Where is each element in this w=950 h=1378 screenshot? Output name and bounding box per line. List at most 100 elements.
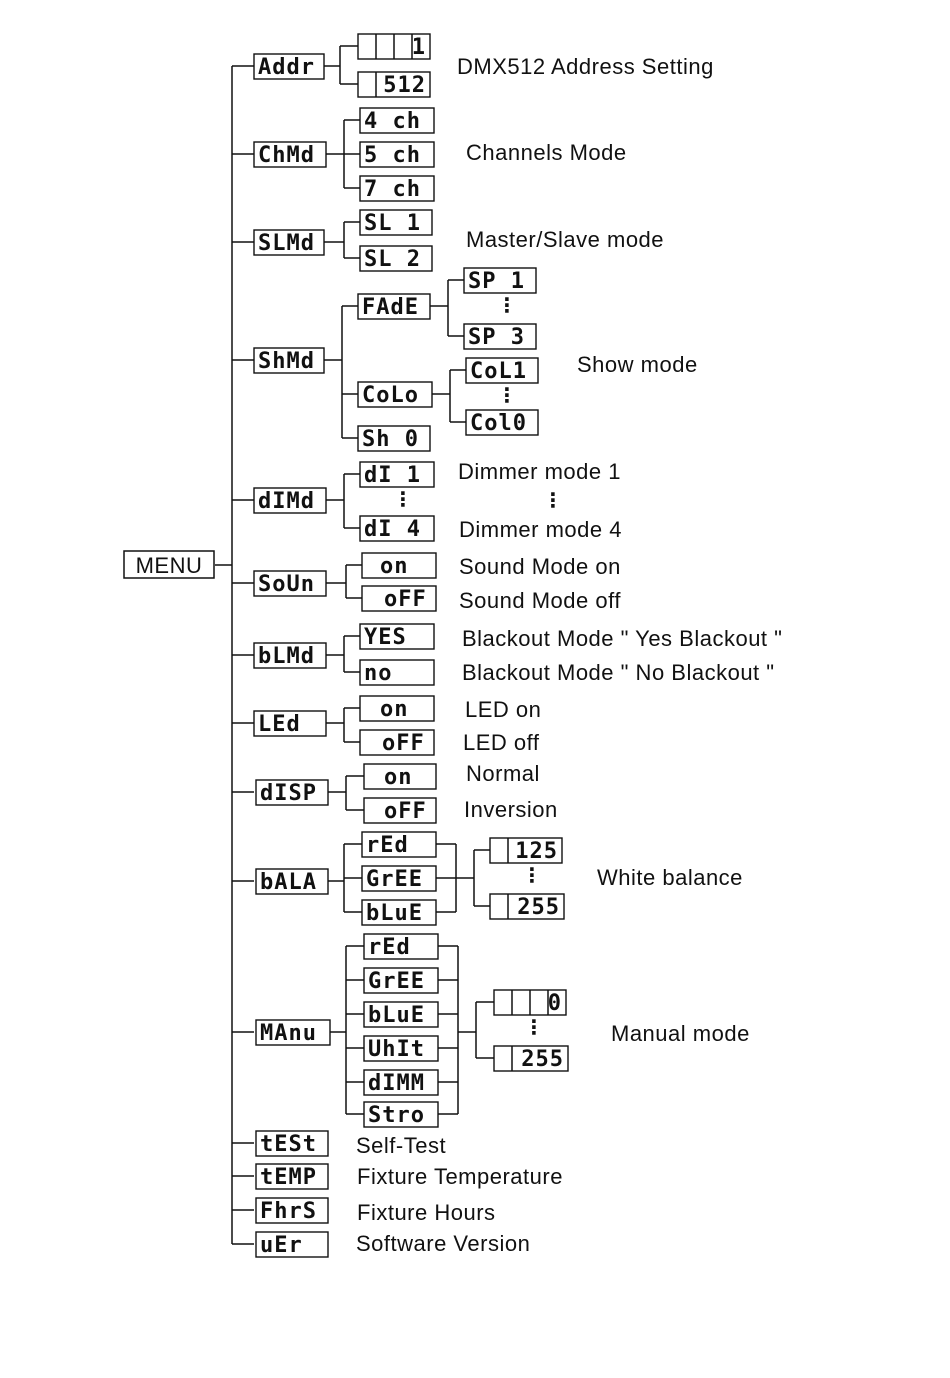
lcd-ch-4-text: 4 ch xyxy=(364,109,421,134)
lcd-bala-blue: bLuE xyxy=(361,899,437,926)
desc-blackout-no: Blackout Mode " No Blackout " xyxy=(462,660,775,685)
lcd-test-text: tESt xyxy=(260,1132,317,1157)
desc-dimmer-4: Dimmer mode 4 xyxy=(459,517,622,542)
lcd-manu-blue: bLuE xyxy=(363,1001,439,1028)
lcd-sp-1: SP 1 xyxy=(463,267,537,294)
lcd-sound-off-text: oFF xyxy=(384,587,427,612)
lcd-blackout-no-text: no xyxy=(364,661,393,686)
lcd-soun-text: SoUn xyxy=(258,572,315,597)
lcd-fade-text: FAdE xyxy=(362,295,419,320)
lcd-disp: dISP xyxy=(255,779,329,806)
lcd-disp-on: on xyxy=(363,763,437,790)
lcd-manu-min: 0 xyxy=(493,989,567,1016)
lcd-col0-text: Col0 xyxy=(470,411,527,436)
lcd-temp-text: tEMP xyxy=(260,1165,317,1190)
lcd-ch-5: 5 ch xyxy=(359,141,435,168)
lcd-blmd-text: bLMd xyxy=(258,644,315,669)
lcd-sound-on-text: on xyxy=(380,554,409,579)
desc-bala: White balance xyxy=(597,865,743,890)
desc-led-off: LED off xyxy=(463,730,540,755)
lcd-disp-off-text: oFF xyxy=(384,799,427,824)
lcd-addr-max-text: 512 xyxy=(383,73,426,98)
lcd-manu-dimmer-text: dIMM xyxy=(368,1071,425,1096)
lcd-sl-2: SL 2 xyxy=(359,245,433,272)
lcd-led-text: LEd xyxy=(258,712,301,737)
manu-range-dots: ⋮ xyxy=(524,1015,544,1039)
lcd-sp-3-text: SP 3 xyxy=(468,325,525,350)
lcd-chmd-text: ChMd xyxy=(258,143,315,168)
lcd-manu-white: UhIt xyxy=(363,1035,439,1062)
desc-shmd: Show mode xyxy=(577,352,698,377)
lcd-bala-red: rEd xyxy=(361,831,437,858)
lcd-manu-green-text: GrEE xyxy=(368,969,425,994)
desc-manu: Manual mode xyxy=(611,1021,750,1046)
lcd-led-off-text: oFF xyxy=(382,731,425,756)
lcd-manu-dimmer: dIMM xyxy=(363,1069,439,1096)
lcd-manu-red-text: rEd xyxy=(368,935,411,960)
lcd-sound-on: on xyxy=(361,552,437,579)
lcd-blackout-yes-text: YES xyxy=(364,625,407,650)
lcd-disp-on-text: on xyxy=(384,765,413,790)
lcd-dimd-text: dIMd xyxy=(258,489,315,514)
lcd-manu-max-text: 255 xyxy=(521,1047,564,1072)
lcd-chmd: ChMd xyxy=(253,141,327,168)
lcd-manu-min-text: 0 xyxy=(548,991,562,1016)
lcd-slmd-text: SLMd xyxy=(258,231,315,256)
lcd-led-off: oFF xyxy=(359,729,435,756)
lcd-led-on: on xyxy=(359,695,435,722)
desc-temp: Fixture Temperature xyxy=(357,1164,563,1189)
lcd-bala-red-text: rEd xyxy=(366,833,409,858)
lcd-dimd: dIMd xyxy=(253,487,327,514)
lcd-slmd: SLMd xyxy=(253,229,325,256)
connector-lines xyxy=(215,45,494,1245)
lcd-sound-off: oFF xyxy=(361,585,437,612)
desc-led-on: LED on xyxy=(465,697,541,722)
lcd-manu: MAnu xyxy=(255,1019,331,1046)
lcd-sl-2-text: SL 2 xyxy=(364,247,421,272)
lcd-manu-red: rEd xyxy=(363,933,439,960)
lcd-bala-green: GrEE xyxy=(361,865,437,892)
lcd-col1: CoL1 xyxy=(465,357,539,384)
lcd-addr-text: Addr xyxy=(258,55,315,80)
desc-blackout-yes: Blackout Mode " Yes Blackout " xyxy=(462,626,782,651)
lcd-blmd: bLMd xyxy=(253,642,327,669)
lcd-colo-text: CoLo xyxy=(362,383,419,408)
lcd-fade: FAdE xyxy=(357,293,431,320)
lcd-ch-4: 4 ch xyxy=(359,107,435,134)
desc-ver: Software Version xyxy=(356,1231,530,1256)
lcd-di-4: dI 4 xyxy=(359,515,435,542)
lcd-fhrs: FhrS xyxy=(255,1197,329,1224)
lcd-di-1-text: dI 1 xyxy=(364,463,421,488)
lcd-ver-text: uEr xyxy=(260,1233,303,1258)
lcd-manu-white-text: UhIt xyxy=(368,1037,425,1062)
lcd-addr: Addr xyxy=(253,53,325,80)
fade-range-dots: ⋮ xyxy=(497,293,517,317)
desc-chmd: Channels Mode xyxy=(466,140,627,165)
lcd-col0: Col0 xyxy=(465,409,539,436)
desc-disp-off: Inversion xyxy=(464,797,558,822)
lcd-sh0-text: Sh 0 xyxy=(362,427,419,452)
lcd-sh0: Sh 0 xyxy=(357,425,431,452)
lcd-bala-max-text: 255 xyxy=(517,895,560,920)
desc-sound-on: Sound Mode on xyxy=(459,554,621,579)
lcd-colo: CoLo xyxy=(357,381,433,408)
desc-test: Self-Test xyxy=(356,1133,446,1158)
lcd-manu-blue-text: bLuE xyxy=(368,1003,425,1028)
menu-root: MENU xyxy=(123,550,215,579)
lcd-test: tESt xyxy=(255,1130,329,1157)
dimmer-range-dots: ⋮ xyxy=(393,487,413,511)
desc-fhrs: Fixture Hours xyxy=(357,1200,496,1225)
lcd-sp-3: SP 3 xyxy=(463,323,537,350)
desc-disp-on: Normal xyxy=(466,761,540,786)
lcd-shmd-text: ShMd xyxy=(258,349,315,374)
lcd-disp-text: dISP xyxy=(260,781,317,806)
dimmer-desc-dots: ⋮ xyxy=(543,488,563,512)
lcd-bala-min: 125 xyxy=(489,837,563,864)
lcd-di-4-text: dI 4 xyxy=(364,517,421,542)
lcd-bala-text: bALA xyxy=(260,870,317,895)
lcd-soun: SoUn xyxy=(253,570,327,597)
lcd-manu-green: GrEE xyxy=(363,967,439,994)
lcd-fhrs-text: FhrS xyxy=(260,1199,317,1224)
lcd-led-on-text: on xyxy=(380,697,409,722)
